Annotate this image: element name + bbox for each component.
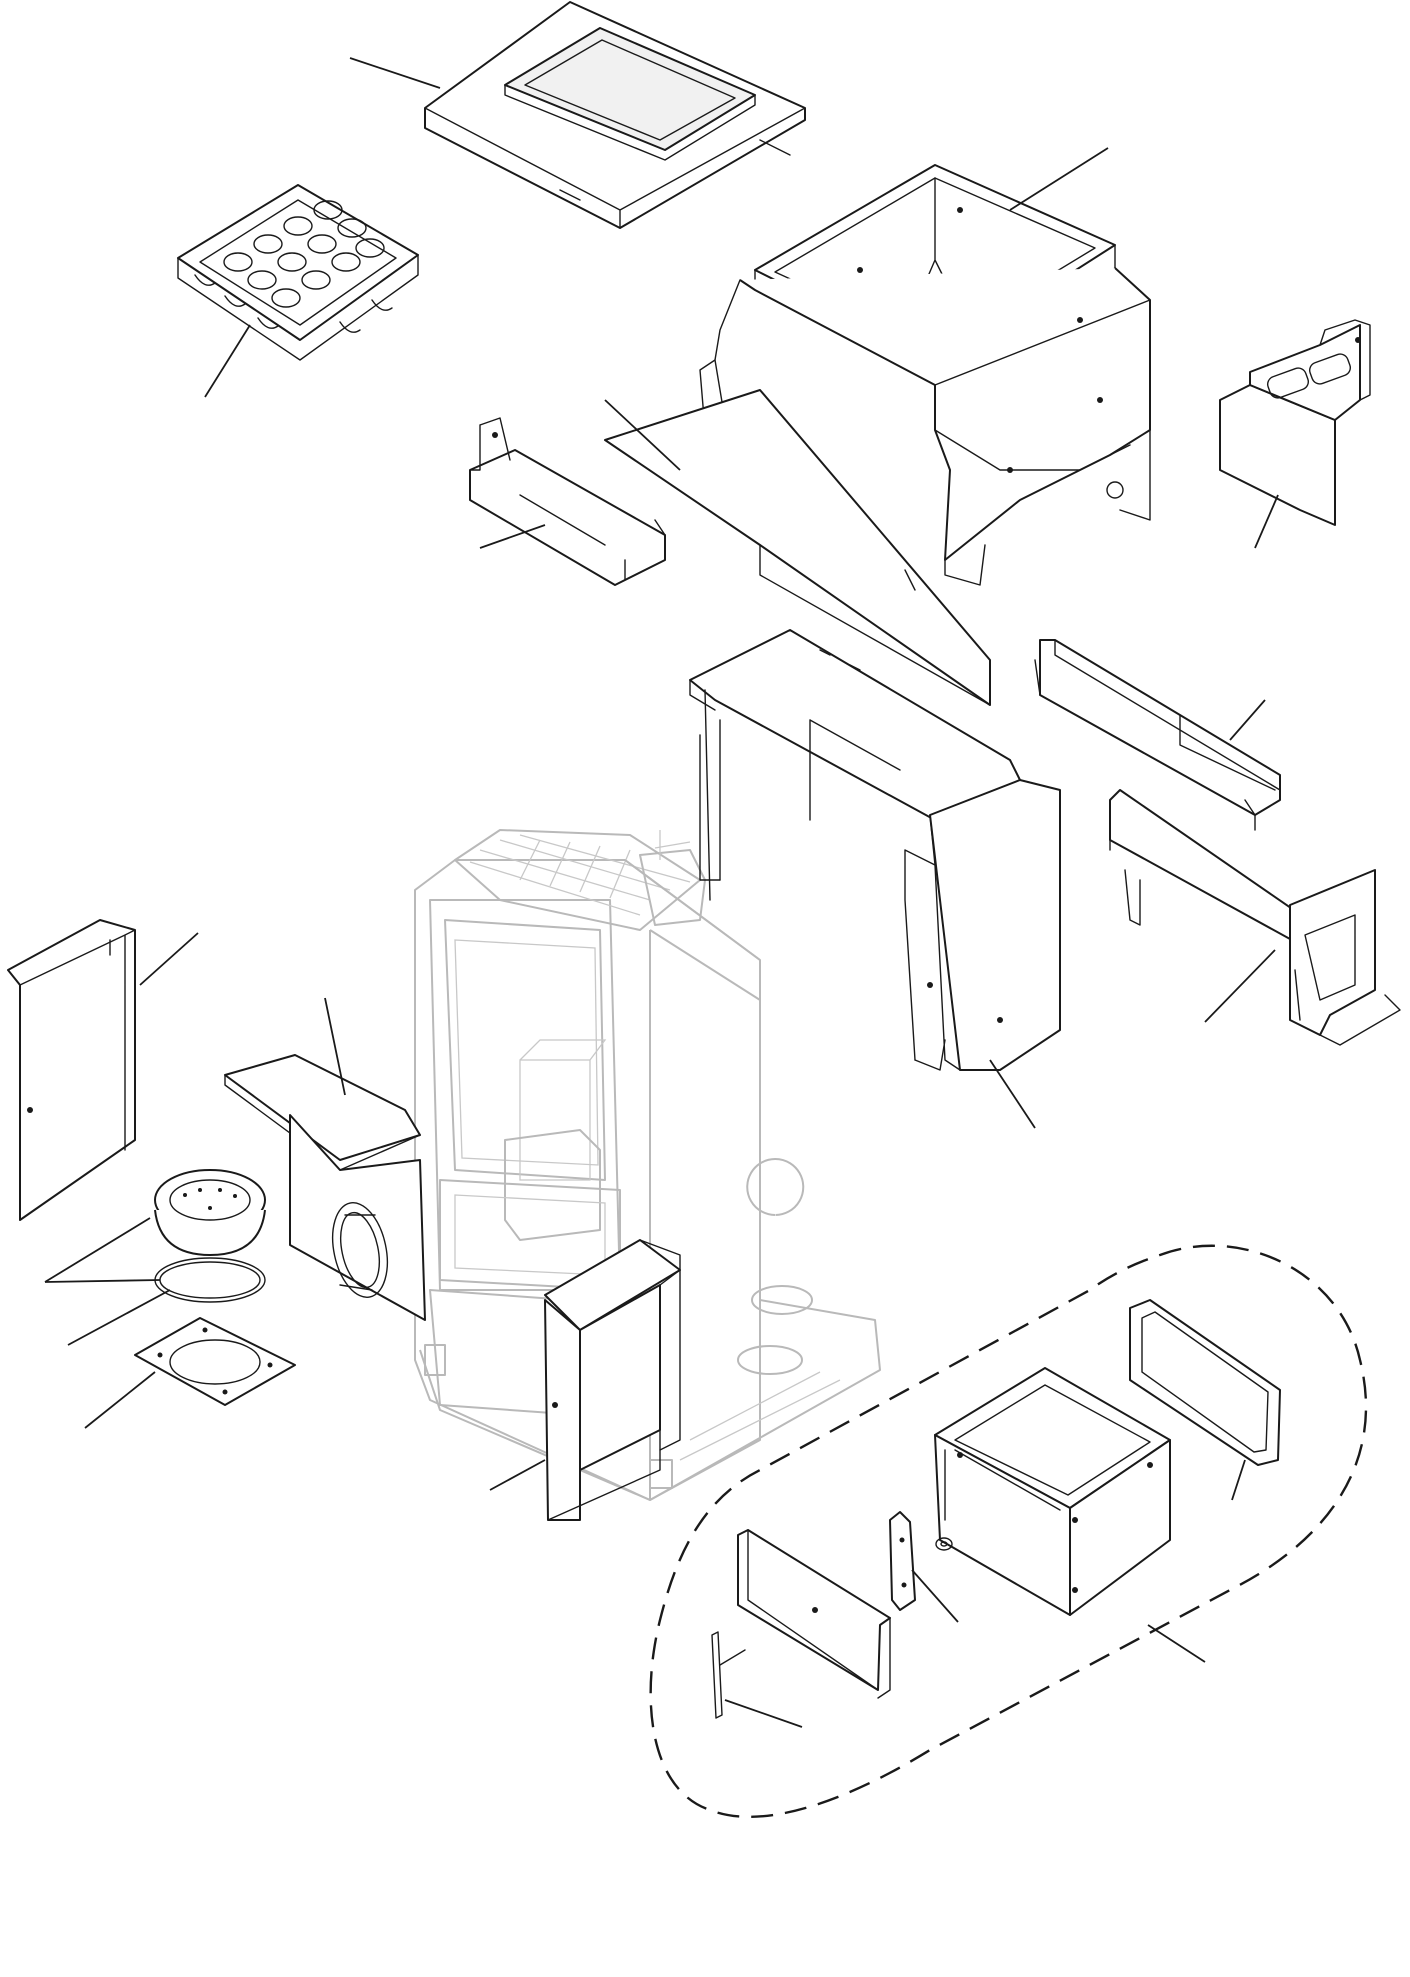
leader-rear-housing <box>989 1059 1036 1129</box>
leader-knob <box>724 1699 803 1728</box>
rear-frame-housing <box>689 629 1061 1071</box>
leader-flange <box>67 1289 171 1346</box>
left-side-panel <box>7 919 136 1221</box>
grate-tray <box>177 184 419 361</box>
pellet-hopper <box>699 164 1151 586</box>
leader-front-right <box>489 1459 546 1491</box>
leader-kit <box>1147 1624 1206 1663</box>
leader-grate <box>204 324 251 398</box>
leader-flue-collar <box>44 1217 151 1283</box>
leader-support-bar <box>1204 949 1276 1023</box>
leader-lines <box>44 57 1279 1728</box>
drawer-nut <box>935 1537 953 1551</box>
leader-clip <box>911 1569 959 1623</box>
flue-flange-plate <box>134 1317 296 1406</box>
leader-front-left <box>324 997 346 1096</box>
top-cover-plate <box>424 1 806 229</box>
leader-rail <box>1229 699 1266 741</box>
leader-side-panel <box>604 399 681 471</box>
ash-drawer-front <box>737 1529 891 1699</box>
stove-body <box>414 829 881 1501</box>
leader-top-cover <box>349 57 441 89</box>
hopper-side-panel <box>604 389 991 706</box>
leader-flange-plate <box>84 1371 156 1429</box>
flue-gasket <box>154 1257 266 1303</box>
leader-flue-gasket <box>44 1279 161 1283</box>
leader-left-panel <box>139 932 199 986</box>
front-right-panel <box>544 1239 681 1521</box>
ash-drawer-box <box>934 1367 1171 1616</box>
left-hopper-bracket <box>469 417 666 586</box>
drawer-knob <box>711 1631 746 1719</box>
right-bracket-plate <box>1219 319 1371 526</box>
leader-hopper <box>1009 147 1109 211</box>
ash-drawer-kit-boundary <box>649 1244 1368 1818</box>
right-rail-bracket <box>1034 639 1281 831</box>
front-left-panel <box>224 1054 426 1321</box>
flue-collar <box>154 1169 266 1256</box>
leader-gasket <box>1231 1459 1246 1501</box>
ash-drawer-gasket <box>1129 1299 1281 1466</box>
drawer-clip <box>889 1511 916 1611</box>
support-bar-bracket <box>1109 789 1401 1046</box>
leader-left-bracket <box>479 524 546 549</box>
leader-right-bracket <box>1254 494 1279 549</box>
